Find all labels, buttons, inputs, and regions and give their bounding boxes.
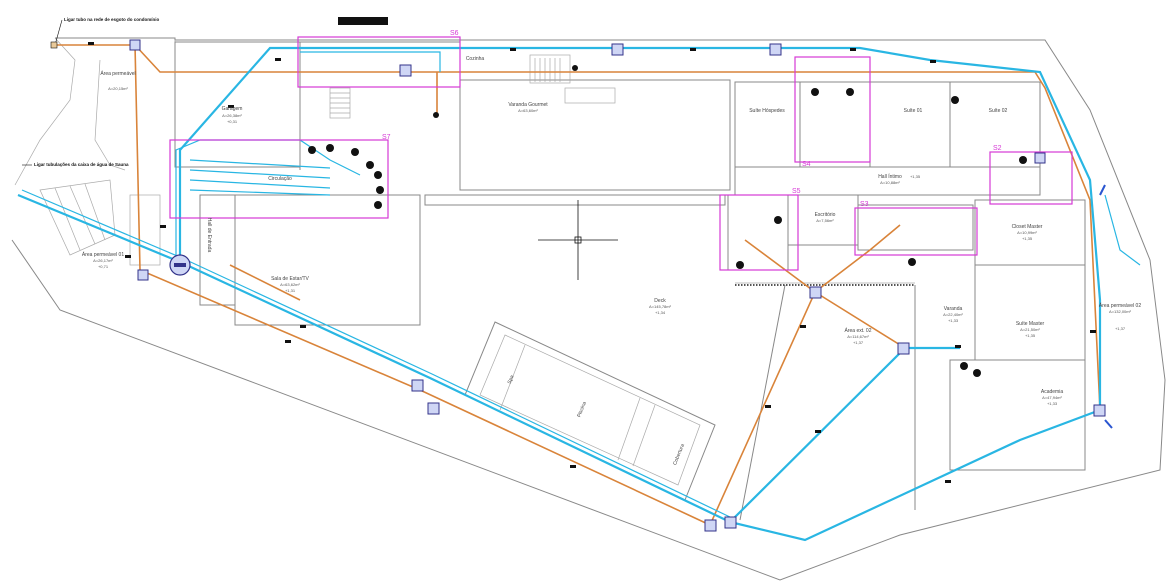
chamber [399,64,412,77]
note-top-left: Ligar tubo na rede de esgoto do condomín… [50,17,160,49]
section-boxes [169,36,1073,271]
svg-text:A=145,78m²: A=145,78m² [649,304,672,309]
svg-text:Hall Íntimo: Hall Íntimo [878,173,902,180]
svg-text:+1,35: +1,35 [1025,333,1036,338]
stairs [329,87,351,119]
right-edge-pipe-marker [1099,184,1106,196]
svg-text:+0,31: +0,31 [227,119,238,124]
svg-text:Academia: Academia [1041,389,1063,395]
water-pipes [17,46,1141,542]
section-box-s5 [719,194,799,271]
section-box-s4 [794,56,871,163]
sewer-pipes [55,44,1101,527]
svg-text:A=63,62m²: A=63,62m² [280,282,300,287]
svg-text:Suíte Master: Suíte Master [1016,321,1045,327]
section-box-s3 [854,207,978,256]
section-tag-s7: S7 [382,134,391,141]
note-left: Ligar tubulações da caixa de água de Sau… [22,162,129,167]
inspection-chambers [129,39,1106,532]
drain-fixtures [308,65,1027,377]
chamber [137,269,149,281]
svg-text:+1,33: +1,33 [1047,401,1058,406]
svg-text:A=10,88m²: A=10,88m² [880,180,900,185]
svg-text:A=132,00m²: A=132,00m² [1109,309,1132,314]
chamber [724,516,737,529]
pool [464,321,716,501]
svg-text:Suíte 02: Suíte 02 [989,108,1008,114]
svg-text:Deck: Deck [654,298,666,304]
section-tags: S6 S7 S4 S2 S3 S5 [382,30,1002,208]
svg-text:Cobertura: Cobertura [672,443,686,466]
svg-text:Circulação: Circulação [268,176,292,182]
chamber [129,39,141,51]
svg-text:Área permeável: Área permeável [100,70,135,77]
section-tag-s3: S3 [860,201,869,208]
svg-text:Ligar tubulações da caixa de á: Ligar tubulações da caixa de água de Sau… [34,162,129,167]
chamber [611,43,624,56]
chamber [427,402,440,415]
svg-text:+1,35: +1,35 [1022,236,1033,241]
svg-text:+1,37: +1,37 [1115,326,1126,331]
svg-text:A=63,60m²: A=63,60m² [518,108,538,113]
chamber [704,519,717,532]
room-labels: Área permeável A=20,15m² Garagem A=26,38… [82,56,1141,466]
site-boundary [11,37,1166,581]
svg-text:Suíte 01: Suíte 01 [904,108,923,114]
title-label-box [338,17,388,25]
svg-text:Spa: Spa [507,374,516,385]
svg-text:Cozinha: Cozinha [466,56,485,62]
right-edge-pipe-marker [1104,419,1113,429]
left-parking-slots [39,179,116,256]
svg-text:A=26,38m²: A=26,38m² [222,113,242,118]
svg-text:A=22,40m²: A=22,40m² [943,312,963,317]
section-tag-s5: S5 [792,188,801,195]
svg-text:Área permeável 02: Área permeável 02 [1099,302,1141,309]
svg-text:A=47,94m²: A=47,94m² [1042,395,1062,400]
svg-text:Área ext. 02: Área ext. 02 [845,327,872,334]
chamber [897,342,910,355]
svg-text:A=114,67m²: A=114,67m² [847,334,869,339]
svg-text:Hall de Entrada: Hall de Entrada [206,218,212,253]
chamber [1093,404,1106,417]
svg-text:+1,34: +1,34 [655,310,666,315]
svg-text:Varanda: Varanda [944,306,963,312]
svg-text:+1,31: +1,31 [285,288,296,293]
svg-text:Closet Master: Closet Master [1012,224,1043,230]
chamber [411,379,424,392]
svg-text:A=7,56m²: A=7,56m² [816,218,834,223]
chamber [809,286,822,299]
svg-text:+0,71: +0,71 [98,264,109,269]
section-box-s7 [169,139,389,219]
svg-text:Piscina: Piscina [576,401,588,418]
svg-text:Garagem: Garagem [222,106,243,112]
svg-text:Ligar tubo na rede de esgoto d: Ligar tubo na rede de esgoto do condomín… [64,17,160,22]
chamber [769,43,782,56]
pipe-tags [88,42,1096,483]
chamber [1034,152,1046,164]
svg-text:A=21,50m²: A=21,50m² [1020,327,1040,332]
cursor-crosshair [538,200,618,280]
section-tag-s2: S2 [993,145,1002,152]
svg-text:+1,33: +1,33 [948,318,959,323]
svg-text:+1,37: +1,37 [853,340,864,345]
svg-text:A=20,15m²: A=20,15m² [108,86,128,91]
section-box-s2 [989,151,1073,205]
svg-text:A=10,99m²: A=10,99m² [1017,230,1037,235]
section-box-s6-top [297,36,461,88]
svg-text:+1,35: +1,35 [910,174,921,179]
svg-text:Área permeável 01: Área permeável 01 [82,251,124,258]
svg-text:Suíte Hóspedes: Suíte Hóspedes [749,108,785,114]
section-tag-s4: S4 [802,161,811,168]
svg-text:Sala de Estar/TV: Sala de Estar/TV [271,276,309,282]
svg-text:A=26,17m²: A=26,17m² [93,258,113,263]
svg-text:Escritório: Escritório [815,212,836,218]
section-tag-s6: S6 [450,30,459,37]
svg-text:Varanda Gourmet: Varanda Gourmet [508,102,548,108]
